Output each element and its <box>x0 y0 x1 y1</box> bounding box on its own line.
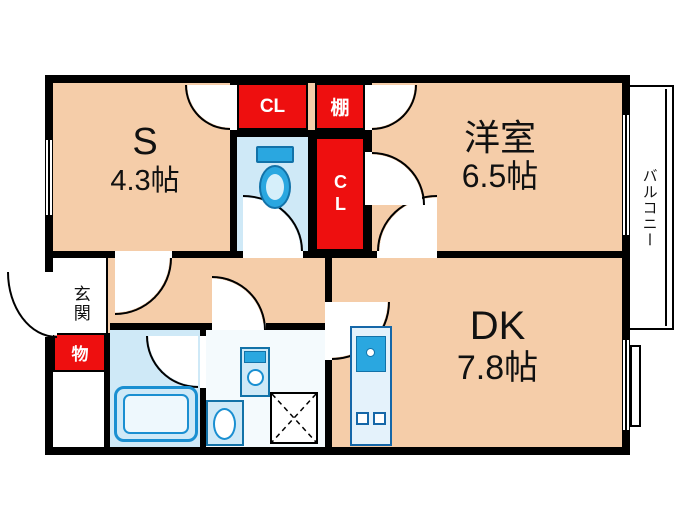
cupboard-label: 物 <box>71 345 89 364</box>
shelf-box: 棚 <box>315 83 365 130</box>
wall-west-b <box>365 130 372 152</box>
toilet-tank-icon <box>256 146 294 163</box>
wall-hall-a <box>110 323 212 330</box>
western-area: 6.5帖 <box>461 158 539 195</box>
wall-bottom <box>45 447 630 455</box>
opening-dk <box>325 302 332 360</box>
wall-dk-b <box>325 360 332 455</box>
opening-bathroom <box>200 336 206 388</box>
sroom-area: 4.3帖 <box>110 165 180 198</box>
closet-top-label: CL <box>259 95 286 117</box>
opening-closet-side <box>365 152 372 205</box>
shelf-label: 棚 <box>330 98 350 119</box>
wall-mid-a <box>45 251 115 258</box>
stove-burner-right <box>373 412 386 425</box>
opening-shelf <box>365 85 372 130</box>
western-label: 洋室 6.5帖 <box>390 110 610 202</box>
wall-mid-d <box>437 251 630 258</box>
vanity-bowl <box>247 369 264 386</box>
dk-area: 7.8帖 <box>456 349 539 388</box>
sroom-name: S <box>132 121 158 164</box>
wall-west-c <box>365 205 372 258</box>
toilet-bowl-inner <box>266 174 284 200</box>
front-door-swing-icon <box>7 272 57 338</box>
closet-top-box: CL <box>237 83 308 130</box>
wall-hall-b <box>266 323 332 330</box>
wall-bath-divider-b <box>200 388 206 447</box>
wall-toilet-right <box>308 130 315 258</box>
kitchen-sink-drain <box>366 348 375 357</box>
wall-left-lower <box>45 338 53 455</box>
bathtub-inner <box>123 394 189 434</box>
entrance-label: 玄関 <box>64 278 96 330</box>
wall-sroom-a <box>230 75 237 85</box>
window-sroom-icon <box>45 140 53 215</box>
balcony-label: バルコニー <box>634 150 664 265</box>
cupboard-box: 物 <box>53 333 107 372</box>
balcony-railing <box>665 89 667 326</box>
opening-sroom <box>115 251 172 258</box>
closet-side-box: CL <box>315 137 365 251</box>
wall-bath-divider-a <box>200 330 206 336</box>
opening-toilet <box>243 251 303 258</box>
wall-mid-b <box>172 251 243 258</box>
sroom-label: S 4.3帖 <box>75 115 215 205</box>
wall-top <box>45 75 630 83</box>
closet-side-label: CL <box>330 172 351 216</box>
dk-label: DK 7.8帖 <box>385 298 610 394</box>
opening-closet-top <box>230 85 237 130</box>
window-dk-icon <box>622 340 630 430</box>
wall-west-a <box>365 75 372 85</box>
balcony-partition <box>630 345 641 427</box>
wall-closet-bottom <box>230 130 372 137</box>
dk-name: DK <box>469 304 526 349</box>
washbasin-bowl <box>213 408 236 440</box>
wall-mid-c <box>303 251 377 258</box>
entrance-floor <box>53 258 107 333</box>
stove-burner-left <box>356 412 369 425</box>
wall-dk-a <box>325 258 332 302</box>
opening-western <box>377 251 437 258</box>
washer-pan-icon <box>270 392 318 444</box>
wall-sroom-b <box>230 130 237 258</box>
entrance-name: 玄関 <box>70 285 90 323</box>
wall-shaft <box>104 333 110 447</box>
window-western-icon <box>622 115 630 235</box>
western-name: 洋室 <box>463 116 536 158</box>
pipe-shaft-floor <box>53 372 104 447</box>
balcony-name: バルコニー <box>640 167 658 248</box>
entrance-step-line <box>106 258 108 333</box>
vanity-faucet <box>244 351 266 363</box>
wall-right <box>622 75 630 455</box>
